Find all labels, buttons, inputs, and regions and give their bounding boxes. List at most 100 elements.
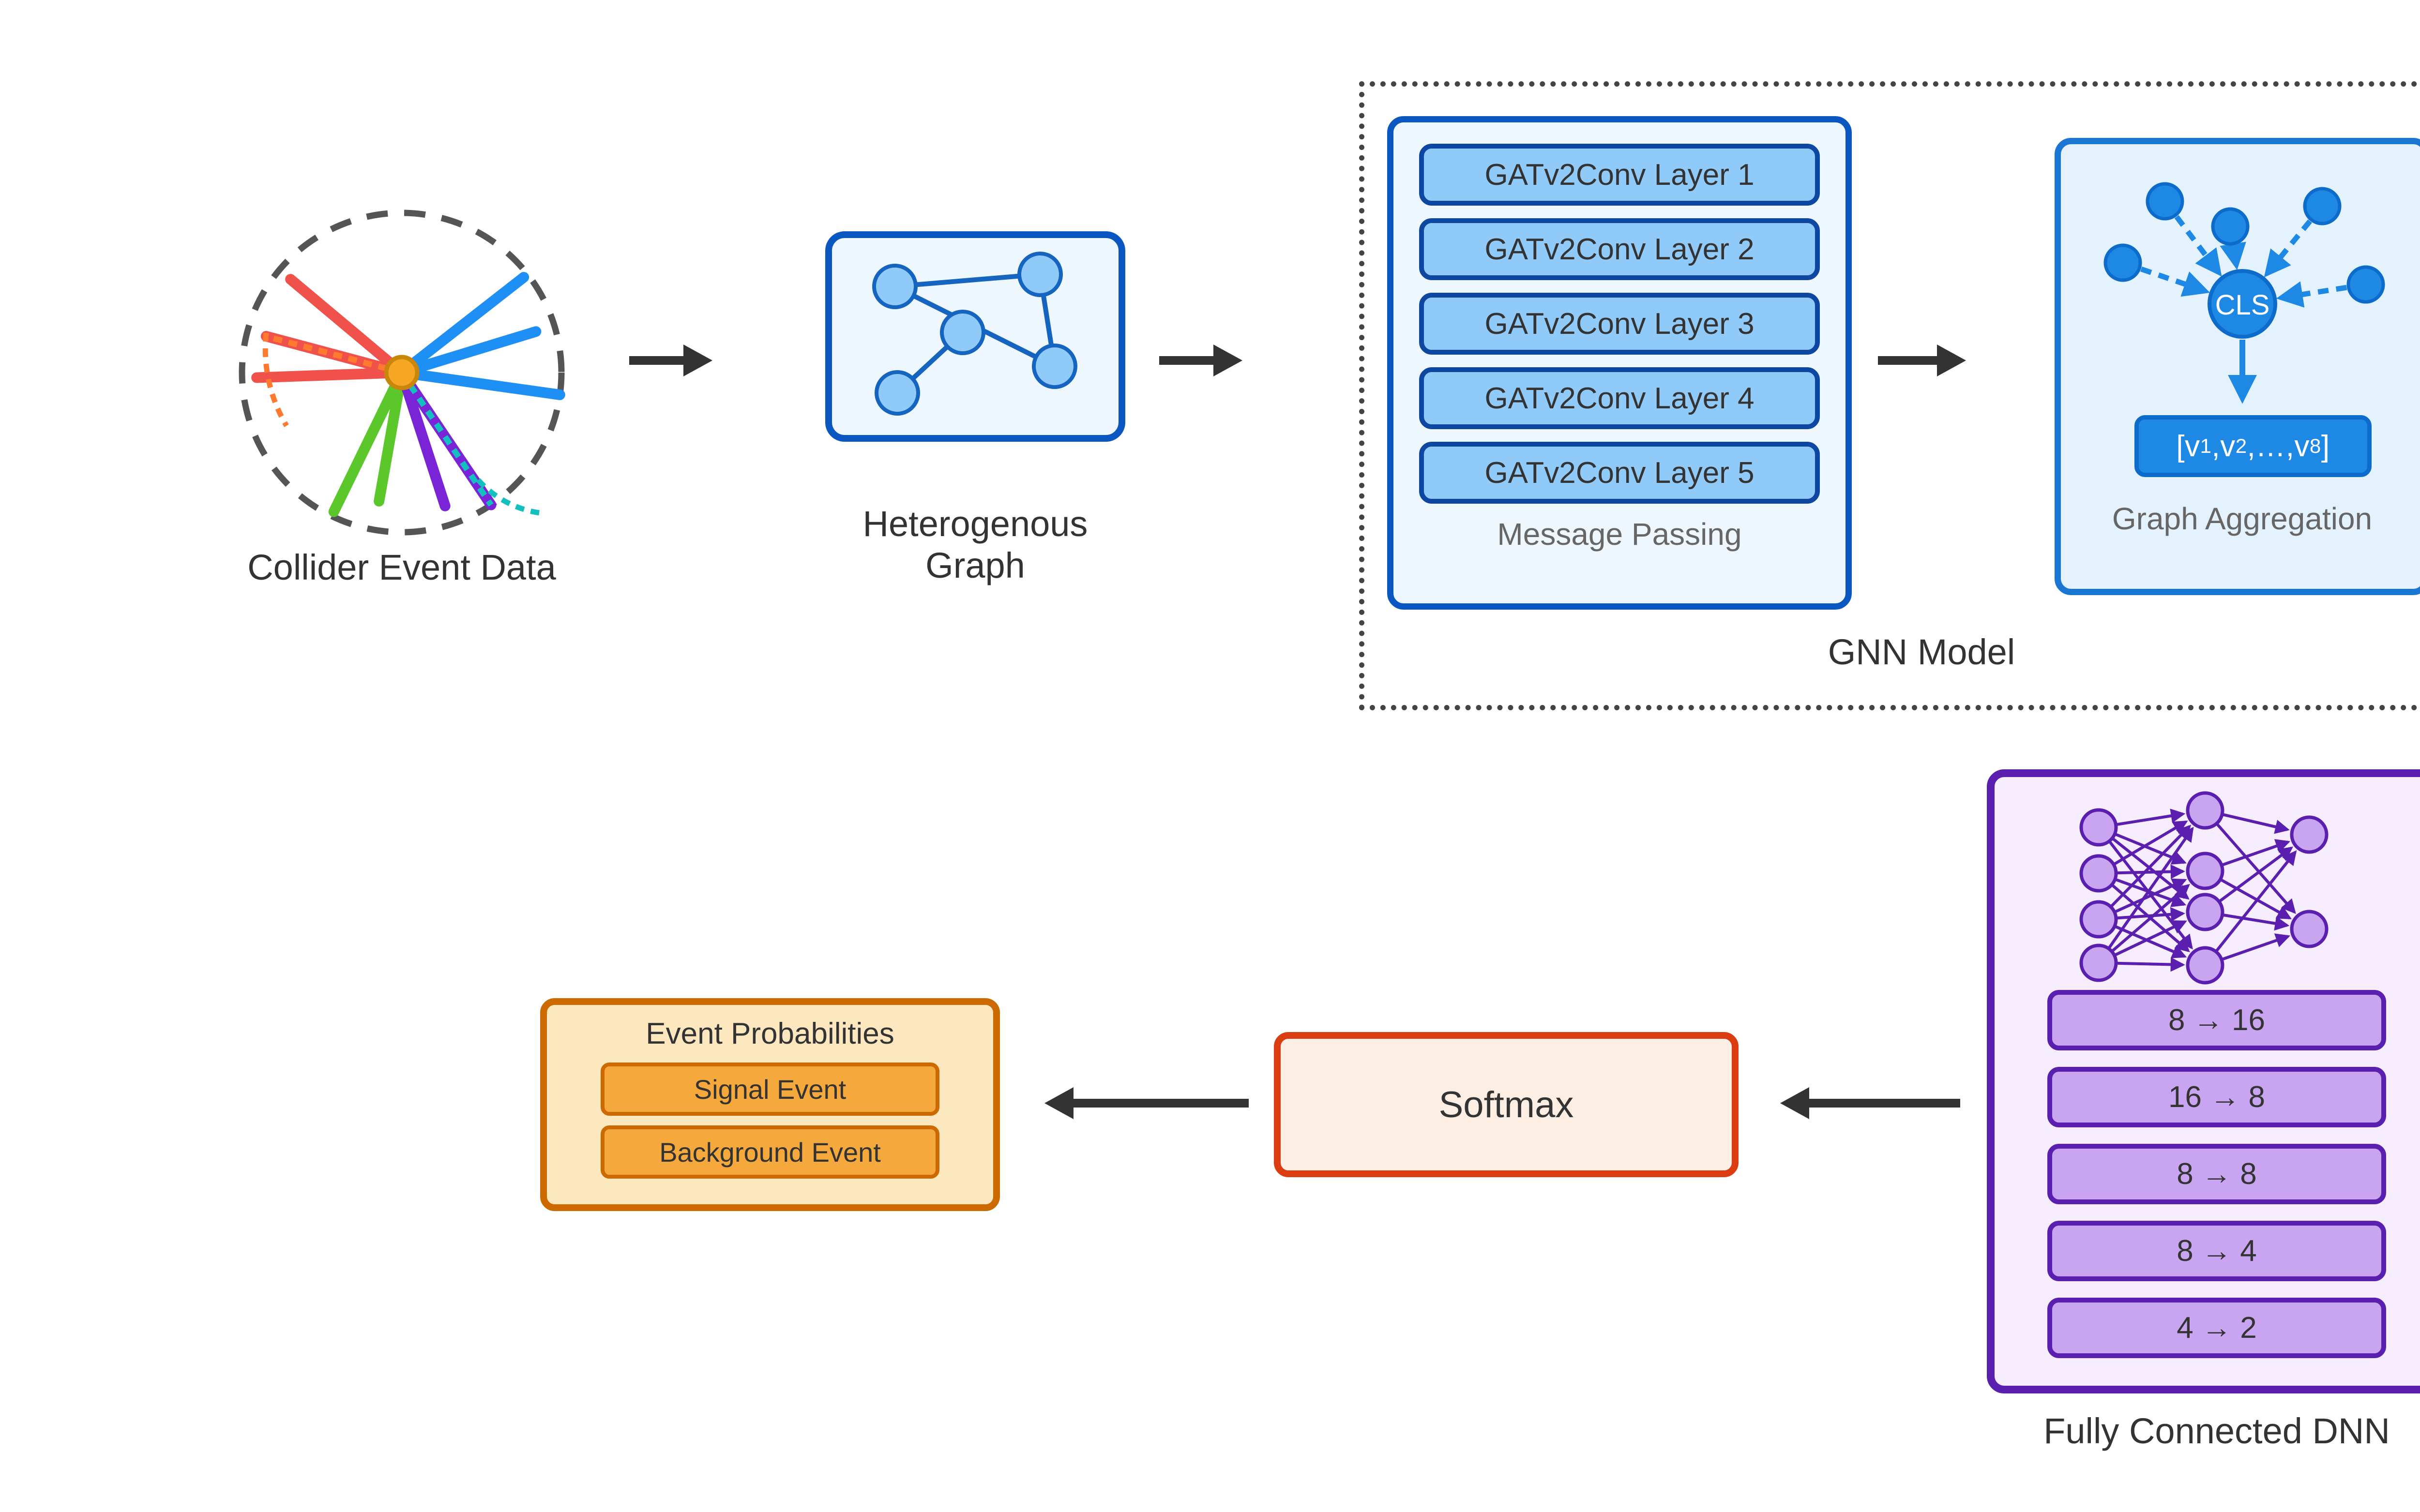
collider-event-panel bbox=[184, 155, 620, 590]
aggregation-edge-2 bbox=[2220, 241, 2246, 270]
dnn-nodes bbox=[2079, 791, 2329, 985]
collider-tracks bbox=[251, 271, 565, 517]
dnn-node-1-2 bbox=[2079, 854, 2118, 893]
aggregation-node-1 bbox=[2146, 182, 2184, 221]
green-track-1 bbox=[328, 367, 407, 517]
teal-dashed-track bbox=[399, 371, 494, 507]
orange-dashed-track bbox=[265, 333, 403, 375]
collider-overlay-tracks bbox=[262, 332, 540, 516]
gnn-model-group bbox=[1359, 81, 2420, 710]
dnn-edge bbox=[2115, 925, 2187, 958]
fully-connected-dnn-box: 8 → 16 16 → 8 8 → 8 8 → 4 4 → 2 bbox=[1987, 769, 2420, 1393]
dnn-layer-3[interactable]: 8 → 8 bbox=[2047, 1144, 2386, 1204]
dnn-edge bbox=[2117, 808, 2186, 826]
vector-sub-3: 8 bbox=[2310, 434, 2321, 457]
aggregation-edge-3 bbox=[2264, 219, 2312, 278]
aggregation-satellite-nodes bbox=[2103, 182, 2385, 304]
dnn-node-2-1 bbox=[2186, 791, 2224, 830]
dnn-edge bbox=[2223, 913, 2290, 931]
dnn-edge bbox=[2117, 957, 2185, 972]
dnn-layer-2[interactable]: 16 → 8 bbox=[2047, 1067, 2386, 1127]
arrow-dnn-to-softmax bbox=[1780, 1087, 1960, 1119]
dnn-edge bbox=[2216, 823, 2296, 914]
aggregation-node-4 bbox=[2103, 243, 2142, 282]
event-probability-item-2[interactable]: Background Event bbox=[601, 1125, 939, 1179]
gatv2conv-layer-5[interactable]: GATv2Conv Layer 5 bbox=[1419, 442, 1820, 504]
dnn-layer-4[interactable]: 8 → 4 bbox=[2047, 1221, 2386, 1281]
graph-node-3 bbox=[940, 310, 985, 355]
orange-arc bbox=[262, 332, 289, 427]
gatv2conv-layer-4[interactable]: GATv2Conv Layer 4 bbox=[1419, 367, 1820, 429]
detector-boundary-circle bbox=[239, 210, 565, 536]
dnn-edge bbox=[2108, 826, 2194, 949]
red-track-3 bbox=[251, 367, 407, 383]
dnn-edge bbox=[2215, 850, 2297, 952]
dnn-edge bbox=[2117, 864, 2185, 879]
aggregation-edge-1 bbox=[2174, 215, 2222, 277]
dnn-edge bbox=[2220, 878, 2292, 920]
dnn-edge bbox=[2111, 883, 2190, 952]
aggregation-node-2 bbox=[2211, 207, 2250, 246]
dnn-node-1-1 bbox=[2079, 808, 2118, 847]
red-track-1 bbox=[285, 274, 407, 378]
dnn-node-2-3 bbox=[2186, 893, 2224, 931]
heterogenous-graph-box bbox=[825, 231, 1125, 442]
aggregation-node-5 bbox=[2346, 265, 2385, 304]
dnn-network-svg bbox=[2079, 791, 2329, 985]
graph-node-2 bbox=[1017, 252, 1063, 297]
vector-suffix: ] bbox=[2321, 429, 2330, 463]
dnn-edge bbox=[2114, 820, 2188, 866]
heterogenous-graph-svg bbox=[872, 252, 1077, 416]
dnn-node-2-2 bbox=[2186, 852, 2224, 890]
softmax-box: Softmax bbox=[1274, 1032, 1739, 1177]
arrow-mp-to-agg bbox=[1878, 344, 1966, 376]
fully-connected-dnn-caption: Fully Connected DNN bbox=[2043, 1411, 2390, 1451]
dnn-layer-1[interactable]: 8 → 16 bbox=[2047, 990, 2386, 1050]
cls-node-label: CLS bbox=[2215, 289, 2270, 321]
dnn-edge bbox=[2219, 846, 2293, 902]
dnn-node-1-4 bbox=[2079, 943, 2118, 982]
aggregation-edges bbox=[2140, 215, 2347, 308]
teal-arc bbox=[476, 478, 540, 516]
gatv2conv-layer-3[interactable]: GATv2Conv Layer 3 bbox=[1419, 293, 1820, 355]
graph-nodes bbox=[872, 252, 1077, 416]
dnn-layer-5[interactable]: 4 → 2 bbox=[2047, 1298, 2386, 1358]
blue-track-2 bbox=[396, 326, 542, 378]
gatv2conv-layer-1[interactable]: GATv2Conv Layer 1 bbox=[1419, 144, 1820, 206]
aggregation-node-3 bbox=[2303, 187, 2342, 225]
dnn-layer-list: 8 → 16 16 → 8 8 → 8 8 → 4 4 → 2 bbox=[1995, 990, 2420, 1375]
graph-aggregation-label: Graph Aggregation bbox=[2112, 501, 2373, 536]
green-track-2 bbox=[374, 367, 407, 507]
event-probability-item-1[interactable]: Signal Event bbox=[601, 1063, 939, 1116]
vector-mid-2: ,…,v bbox=[2247, 429, 2310, 463]
arrow-graph-to-gnn bbox=[1159, 344, 1242, 376]
arrow-softmax-to-probs bbox=[1044, 1087, 1249, 1119]
collider-event-caption: Collider Event Data bbox=[247, 547, 556, 587]
aggregation-edge-4 bbox=[2140, 266, 2210, 297]
vector-prefix: [v bbox=[2176, 429, 2200, 463]
gatv2conv-layer-2[interactable]: GATv2Conv Layer 2 bbox=[1419, 218, 1820, 280]
dnn-node-3-1 bbox=[2290, 815, 2329, 854]
message-passing-box: GATv2Conv Layer 1 GATv2Conv Layer 2 GATv2C… bbox=[1387, 116, 1852, 610]
dnn-edges bbox=[2108, 808, 2297, 972]
purple-track-1 bbox=[396, 367, 451, 511]
dnn-node-1-3 bbox=[2079, 900, 2118, 939]
arrow-collider-to-graph bbox=[629, 344, 712, 376]
graph-node-5 bbox=[875, 370, 920, 416]
message-passing-label: Message Passing bbox=[1497, 517, 1742, 552]
vector-sub-1: 1 bbox=[2200, 434, 2212, 457]
dnn-edge bbox=[2222, 933, 2291, 961]
heterogenous-graph-caption: Heterogenous Graph bbox=[862, 504, 1088, 585]
graph-edge bbox=[894, 272, 1041, 289]
graph-node-4 bbox=[1032, 344, 1077, 389]
dnn-edge bbox=[2110, 824, 2192, 907]
dnn-edge bbox=[2117, 907, 2185, 922]
aggregation-edge-5 bbox=[2276, 281, 2347, 308]
dnn-node-3-2 bbox=[2290, 910, 2329, 948]
gatv2conv-layer-list: GATv2Conv Layer 1 GATv2Conv Layer 2 GATv2C… bbox=[1393, 144, 1845, 504]
dnn-edge bbox=[2115, 920, 2187, 957]
vector-mid-1: ,v bbox=[2211, 429, 2236, 463]
